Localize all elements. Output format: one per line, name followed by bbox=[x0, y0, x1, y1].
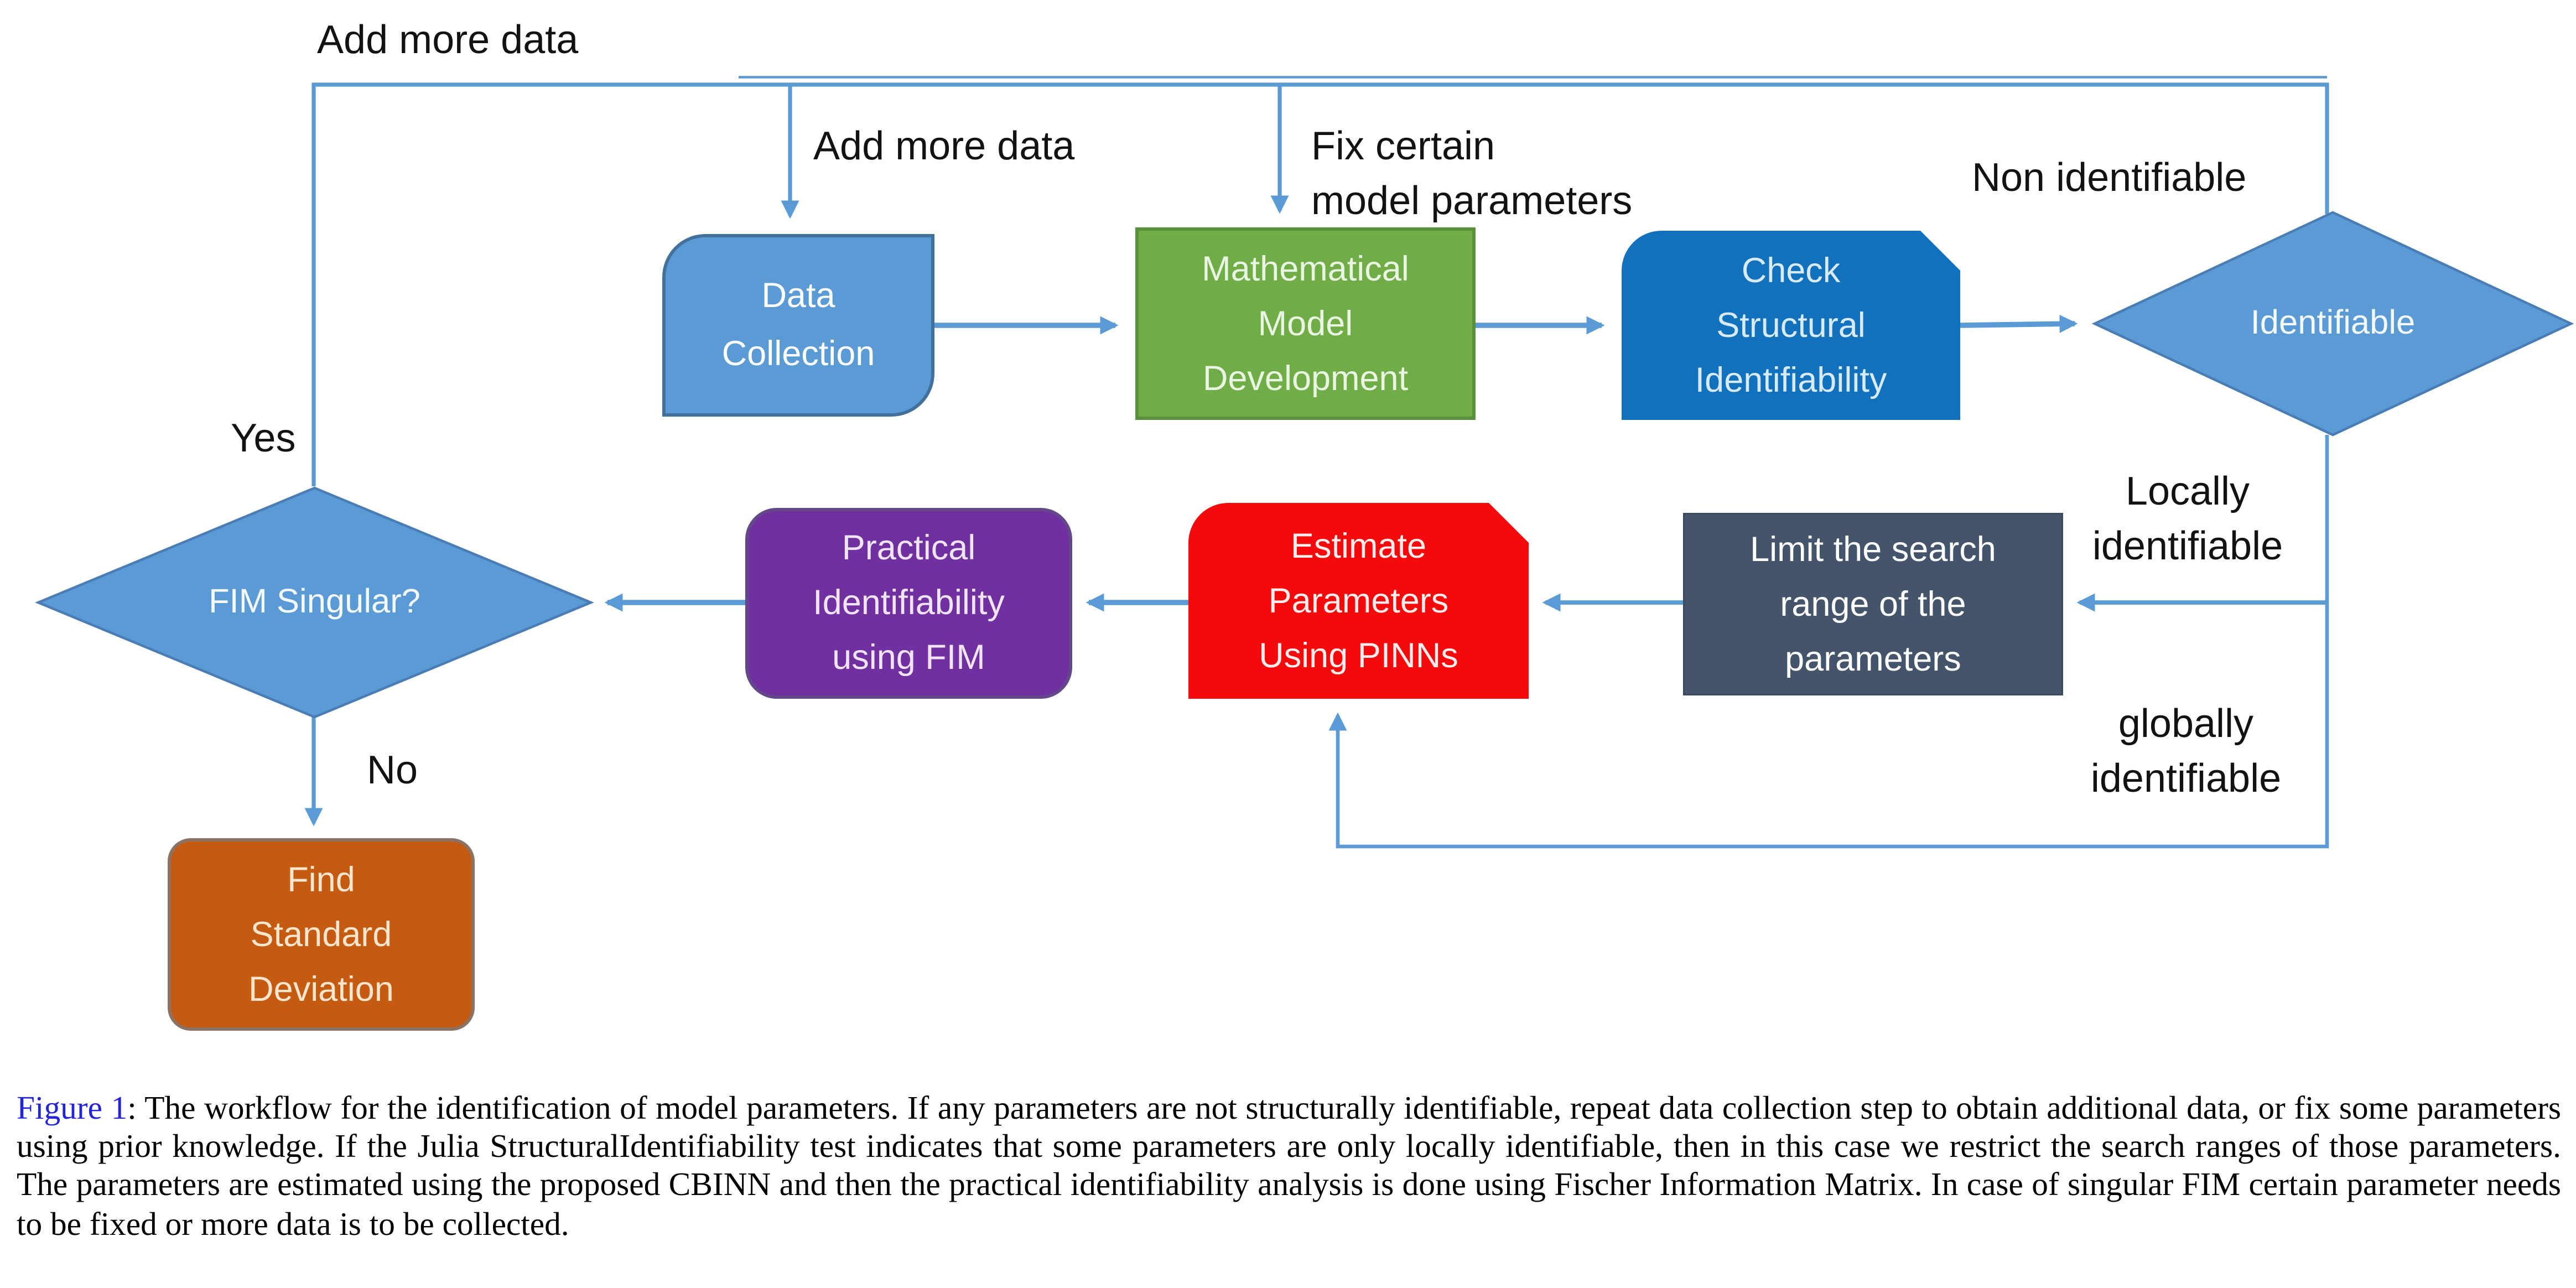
node-find-standard-deviation: Find Standard Deviation bbox=[168, 838, 475, 1031]
edge-label-no: No bbox=[367, 749, 418, 793]
connector-yes-top-trunk bbox=[311, 82, 2329, 486]
node-practical-identifiability-fim: Practical Identifiability using FIM bbox=[745, 508, 1072, 699]
edge-label-yes: Yes bbox=[231, 417, 296, 461]
edge-label-locally-identifiable: Locally identifiable bbox=[2092, 470, 2283, 569]
node-fim-singular-label: FIM Singular? bbox=[209, 583, 420, 621]
connector-globally-feedback bbox=[1328, 435, 2329, 849]
node-data-collection: Data Collection bbox=[662, 234, 934, 417]
fim-singular-diamond bbox=[35, 486, 594, 719]
node-limit-search-range: Limit the search range of the parameters bbox=[1683, 513, 2063, 695]
figure-caption: Figure 1: The workflow for the identific… bbox=[17, 1090, 2561, 1244]
caption-text: : The workflow for the identification of… bbox=[17, 1090, 2561, 1243]
node-estimate-parameters-pinns: Estimate Parameters Using PINNs bbox=[1188, 503, 1529, 699]
edge-label-add-more-data-inner: Add more data bbox=[813, 124, 1075, 169]
figure-label: Figure 1 bbox=[17, 1090, 128, 1127]
edge-label-non-identifiable: Non identifiable bbox=[1972, 156, 2247, 201]
node-mathematical-model-development: Mathematical Model Development bbox=[1135, 227, 1476, 420]
edge-label-globally-identifiable: globally identifiable bbox=[2090, 702, 2282, 802]
node-check-structural-identifiability: Check Structural Identifiability bbox=[1622, 231, 1960, 420]
edge-label-fix-model-parameters: Fix certain model parameters bbox=[1311, 124, 1633, 224]
connector-check-to-identifiable bbox=[1960, 314, 2078, 333]
node-identifiable-label: Identifiable bbox=[2250, 304, 2416, 342]
edge-label-add-more-data-top: Add more data bbox=[317, 18, 579, 63]
identifiable-diamond bbox=[2091, 211, 2574, 437]
